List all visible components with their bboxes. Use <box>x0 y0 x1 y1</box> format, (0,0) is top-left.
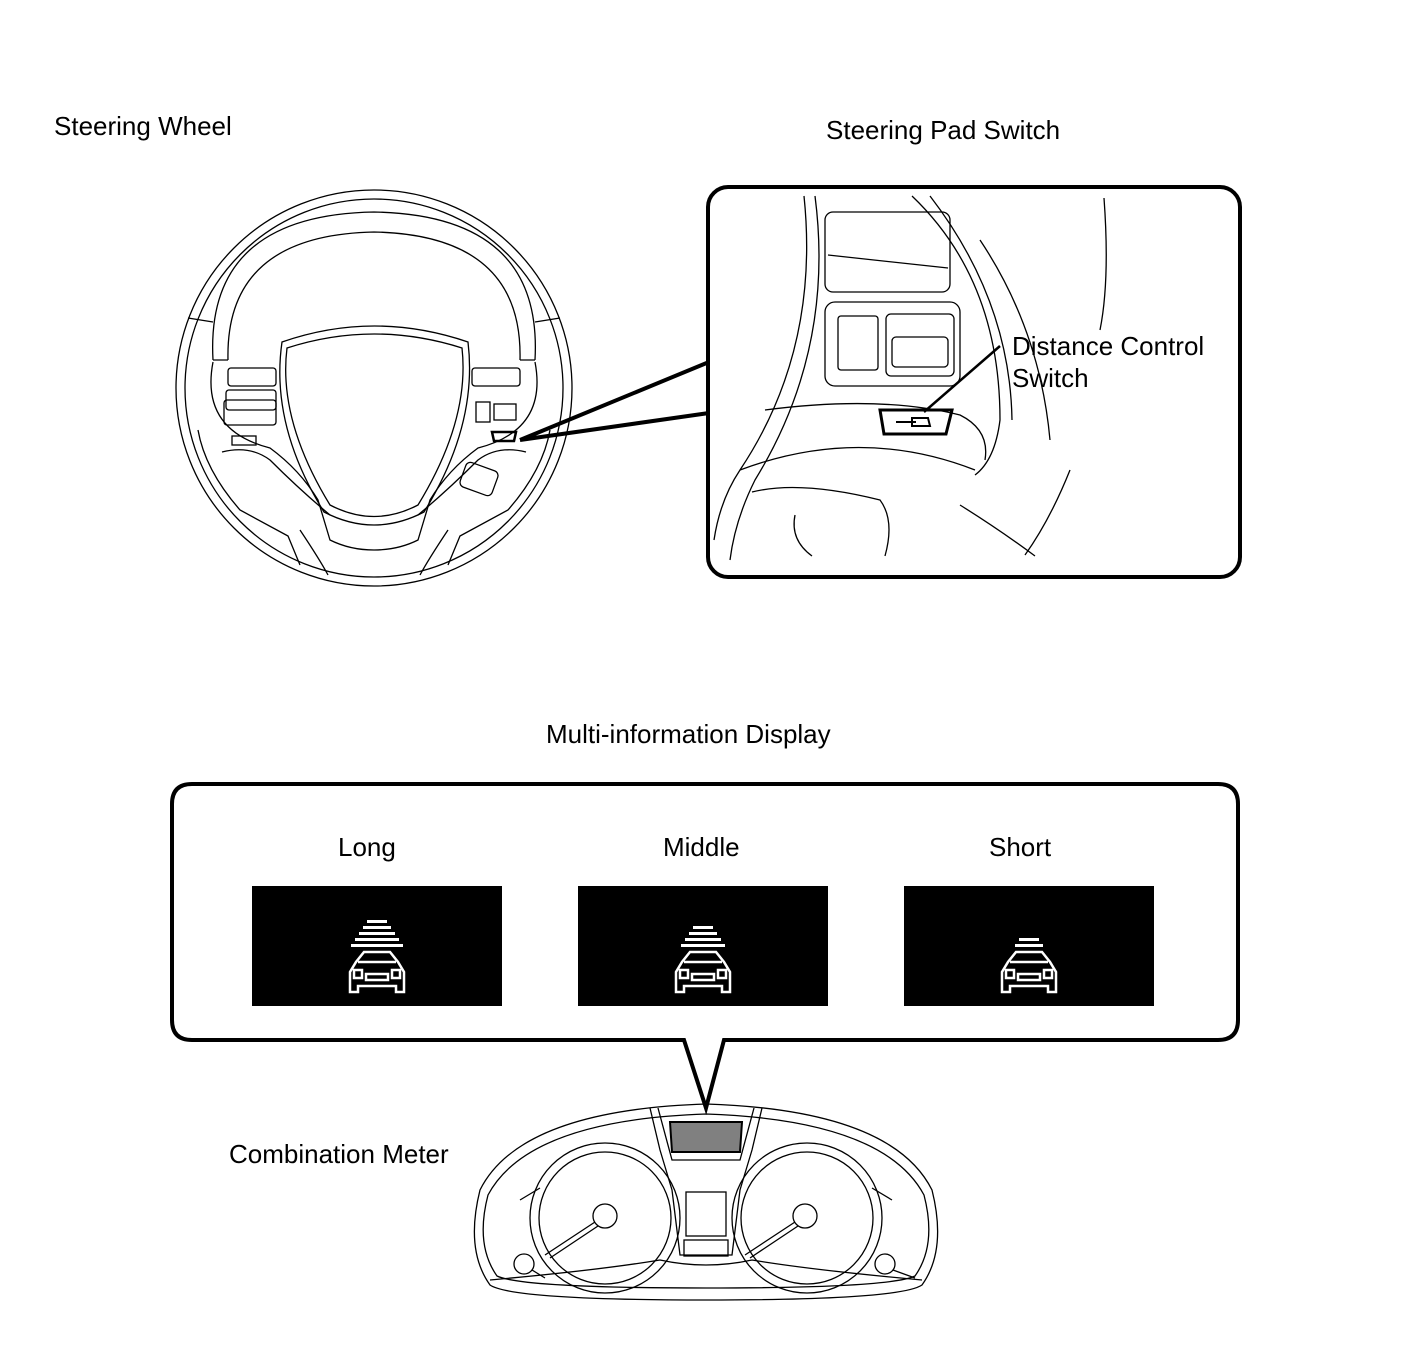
distance-bar <box>1015 944 1043 947</box>
display-middle <box>578 886 828 1006</box>
car-icon <box>348 950 406 994</box>
car-icon <box>1000 950 1058 994</box>
vehicle-ahead-icon <box>1000 938 1058 994</box>
multi-information-display-callout <box>170 782 1240 1116</box>
distance-bar <box>351 944 403 947</box>
distance-bar <box>693 926 713 929</box>
steering-pad-switch-label: Steering Pad Switch <box>826 115 1061 145</box>
vehicle-ahead-icon <box>348 920 406 994</box>
mode-label-long: Long <box>338 832 396 862</box>
distance-bar <box>685 938 721 941</box>
combination-meter-label: Combination Meter <box>229 1139 449 1169</box>
distance-bar <box>359 932 395 935</box>
distance-bar <box>355 938 399 941</box>
steering-wheel-icon <box>175 189 573 587</box>
steering-pad-switch-detail <box>713 195 1107 561</box>
mode-label-short: Short <box>989 832 1052 862</box>
display-long <box>252 886 502 1006</box>
steering-pad-switch-callout <box>706 185 1242 579</box>
mode-label-middle: Middle <box>663 832 740 862</box>
distance-control-switch-label-line2: Switch <box>1012 363 1089 393</box>
distance-bar <box>689 932 717 935</box>
display-short <box>904 886 1154 1006</box>
multi-information-display-label: Multi-information Display <box>546 719 831 749</box>
distance-bar <box>681 944 725 947</box>
distance-bar <box>363 926 391 929</box>
car-icon <box>674 950 732 994</box>
multi-information-display-area <box>668 1121 744 1153</box>
distance-bar <box>1019 938 1039 941</box>
steering-wheel-label: Steering Wheel <box>54 111 232 141</box>
vehicle-ahead-icon <box>674 926 732 994</box>
distance-control-switch-label-line1: Distance Control <box>1012 331 1205 361</box>
combination-meter-icon <box>473 1103 939 1301</box>
distance-bar <box>367 920 387 923</box>
